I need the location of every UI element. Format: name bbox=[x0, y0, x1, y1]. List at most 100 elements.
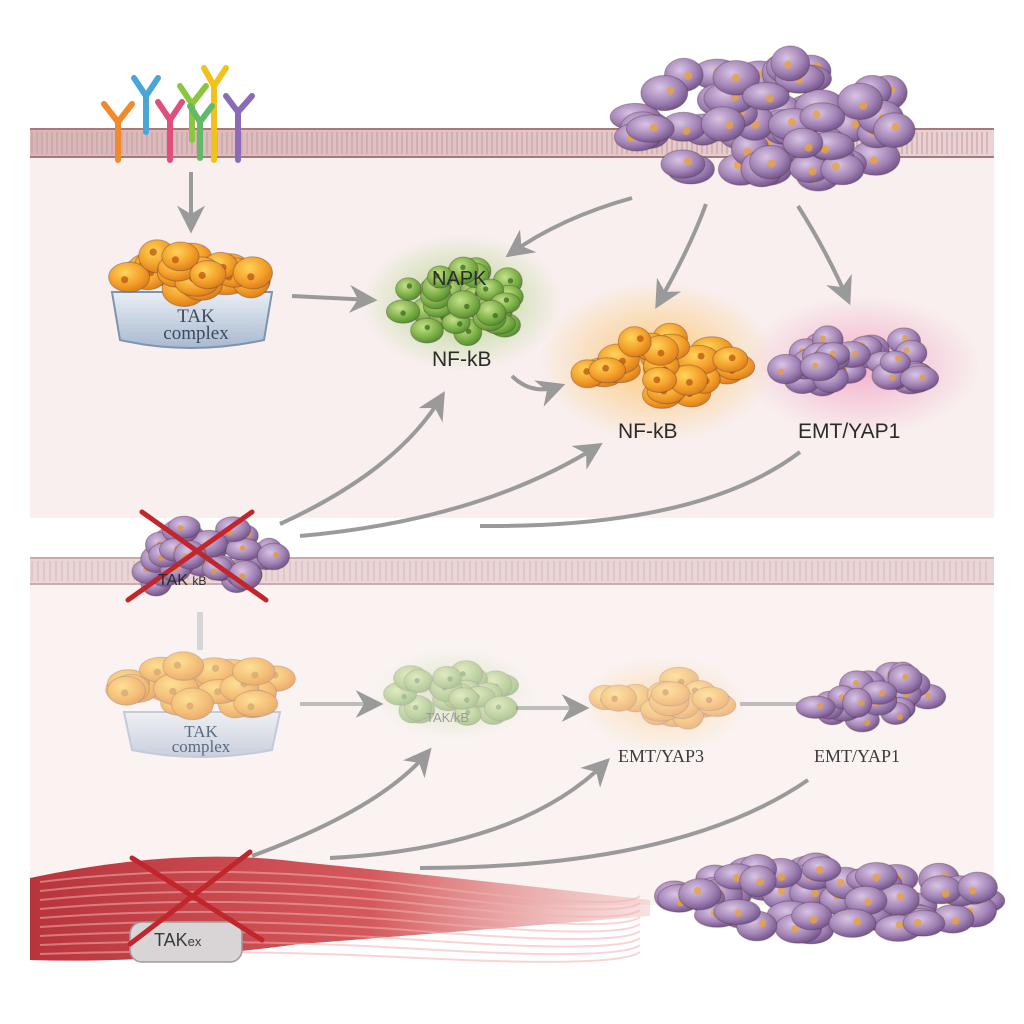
cell-nucleus bbox=[149, 248, 157, 256]
cell-nucleus bbox=[693, 886, 702, 895]
top-arrows bbox=[279, 196, 852, 538]
cell bbox=[232, 256, 274, 290]
cell bbox=[782, 127, 824, 159]
cell bbox=[902, 909, 946, 937]
cell bbox=[427, 265, 454, 289]
muscle-fiber bbox=[39, 880, 641, 911]
cell bbox=[483, 695, 519, 722]
cell-nucleus bbox=[657, 349, 665, 357]
cell-nucleus bbox=[214, 688, 222, 696]
cell-nucleus bbox=[414, 677, 420, 684]
cell-nucleus bbox=[777, 873, 786, 881]
cell bbox=[678, 878, 722, 911]
cell-nucleus bbox=[495, 704, 502, 710]
cell bbox=[600, 684, 638, 712]
cell-nucleus bbox=[457, 321, 463, 327]
cell-nucleus bbox=[434, 273, 440, 279]
cell-nucleus bbox=[853, 917, 862, 926]
cell-nucleus bbox=[791, 925, 799, 933]
cell bbox=[432, 665, 463, 690]
cell bbox=[395, 277, 422, 301]
cell bbox=[162, 651, 205, 681]
cell-nucleus bbox=[247, 703, 255, 711]
mid-tak-label: TAK kB bbox=[158, 572, 207, 589]
cell-nucleus bbox=[666, 86, 675, 95]
cell bbox=[660, 149, 706, 179]
cell-nucleus bbox=[507, 278, 514, 284]
cell-nucleus bbox=[889, 374, 896, 381]
cell bbox=[767, 353, 805, 385]
cell-nucleus bbox=[733, 874, 741, 882]
cell-nucleus bbox=[859, 101, 868, 110]
muscle-fiber bbox=[39, 890, 641, 918]
cell bbox=[215, 516, 251, 543]
cell-nucleus bbox=[169, 687, 177, 696]
cell bbox=[448, 687, 480, 710]
cell bbox=[879, 350, 911, 374]
muscle-fiber bbox=[39, 870, 641, 904]
cell bbox=[837, 82, 883, 121]
cell bbox=[799, 352, 840, 382]
cell bbox=[828, 908, 877, 938]
nfkb-cluster bbox=[540, 282, 776, 442]
purple-cell-mass-bottom bbox=[654, 852, 1006, 945]
cell-nucleus bbox=[895, 355, 902, 362]
nfkb-green-label: NF-kB bbox=[432, 348, 492, 371]
purple-cell-mass-top bbox=[609, 45, 916, 192]
cell-nucleus bbox=[829, 350, 837, 357]
cell bbox=[842, 687, 873, 718]
cell-nucleus bbox=[864, 719, 871, 726]
cell-nucleus bbox=[879, 689, 886, 697]
cell bbox=[691, 686, 730, 712]
napk-cluster bbox=[362, 235, 562, 371]
napk-label: NAPK bbox=[432, 268, 487, 290]
cell-nucleus bbox=[751, 120, 760, 129]
cell-nucleus bbox=[210, 568, 217, 575]
cell-nucleus bbox=[812, 110, 821, 119]
cell bbox=[742, 82, 790, 111]
muscle-fiber bbox=[39, 910, 641, 933]
cell-nucleus bbox=[121, 276, 129, 284]
cell bbox=[795, 695, 836, 719]
tak-to-napk-arrow bbox=[291, 284, 378, 313]
cell bbox=[161, 241, 200, 272]
cell-nucleus bbox=[198, 271, 206, 280]
cell-nucleus bbox=[121, 689, 129, 697]
cell-nucleus bbox=[682, 126, 691, 135]
tak-complex-bottom-label: TAK complex bbox=[171, 722, 231, 756]
cell-nucleus bbox=[864, 898, 872, 906]
cell-nucleus bbox=[460, 671, 466, 677]
cell-nucleus bbox=[777, 368, 785, 375]
cell-nucleus bbox=[809, 916, 818, 924]
cross-mark-icon bbox=[127, 849, 265, 947]
cell-nucleus bbox=[662, 689, 669, 696]
cell-nucleus bbox=[483, 286, 489, 292]
cell bbox=[256, 542, 291, 571]
cell bbox=[170, 687, 214, 721]
cell-nucleus bbox=[211, 664, 220, 672]
cell-nucleus bbox=[464, 697, 470, 703]
cell-nucleus bbox=[767, 159, 776, 168]
cell-nucleus bbox=[653, 376, 661, 384]
green-cluster-bottom bbox=[374, 648, 534, 740]
emt-yap1-cluster-top bbox=[744, 296, 980, 436]
tak-label-line1: TAK bbox=[177, 306, 215, 327]
cell-nucleus bbox=[239, 573, 246, 579]
cell-nucleus bbox=[758, 919, 767, 928]
cell-nucleus bbox=[787, 117, 796, 126]
cell-nucleus bbox=[821, 145, 830, 154]
cell bbox=[640, 74, 689, 112]
cell bbox=[899, 365, 940, 392]
cell bbox=[700, 106, 746, 142]
cell-nucleus bbox=[896, 714, 903, 721]
cell-nucleus bbox=[891, 122, 900, 131]
cell-nucleus bbox=[636, 335, 644, 342]
tak-label-line2: complex bbox=[163, 323, 229, 344]
cell-nucleus bbox=[819, 335, 827, 342]
cell-nucleus bbox=[852, 680, 860, 687]
cell-nucleus bbox=[831, 162, 840, 171]
cell-nucleus bbox=[743, 147, 752, 156]
muscle-tak-label: TAKex bbox=[154, 930, 202, 950]
cell-nucleus bbox=[816, 866, 824, 874]
cell-nucleus bbox=[765, 94, 774, 103]
